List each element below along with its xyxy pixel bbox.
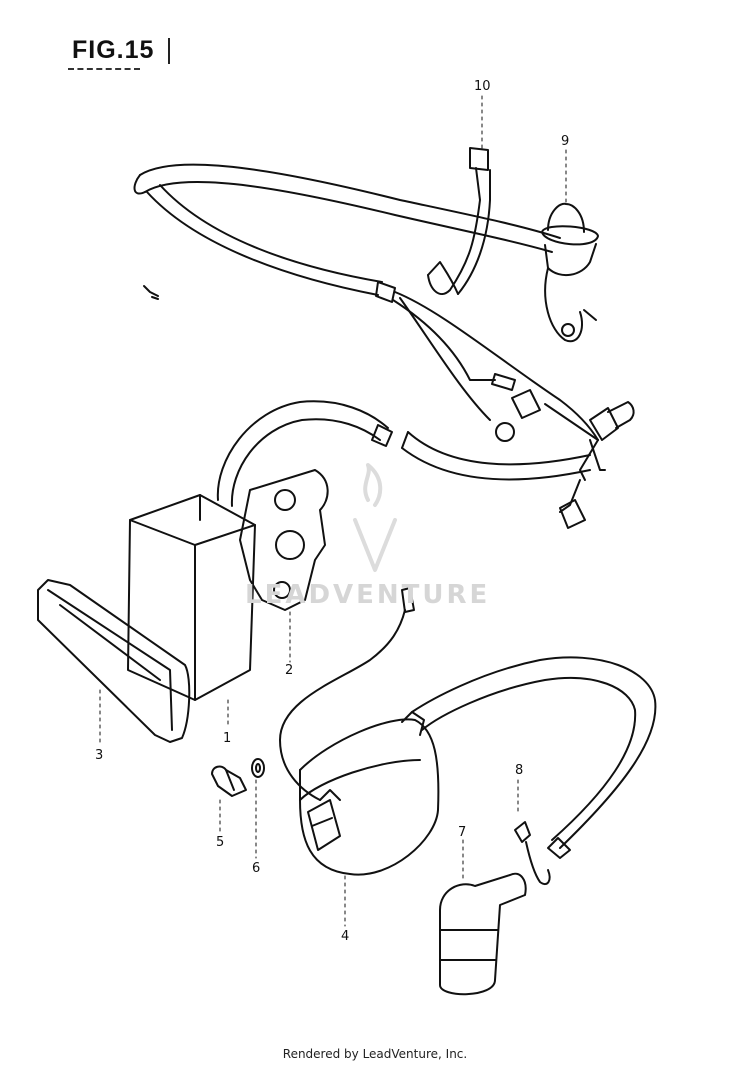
switch-9 — [541, 202, 599, 343]
ignition-coil-4 — [299, 656, 657, 876]
callout-5: 5 — [216, 835, 225, 850]
callout-6: 6 — [252, 861, 261, 876]
gasket-2 — [239, 469, 329, 611]
bolt-5 — [211, 765, 247, 797]
title-underline — [68, 68, 140, 70]
callout-7: 7 — [458, 825, 467, 840]
callout-3: 3 — [95, 748, 104, 763]
callout-8: 8 — [515, 763, 524, 778]
callout-10: 10 — [474, 79, 491, 94]
watermark-logo-icon — [353, 463, 397, 572]
callout-4: 4 — [341, 929, 350, 944]
callout-leaders — [99, 95, 567, 927]
cap-lead-8 — [514, 821, 551, 886]
strap-10 — [427, 147, 491, 295]
coil-primary-wire — [279, 587, 415, 801]
cushion-3 — [37, 579, 191, 743]
plug-cap-7 — [439, 872, 527, 996]
callout-2: 2 — [285, 663, 294, 678]
figure-title: FIG.15 — [72, 36, 155, 64]
washer-6 — [251, 758, 265, 778]
upper-wire-harness — [133, 163, 635, 529]
callout-9: 9 — [561, 134, 570, 149]
cdi-unit-1 — [127, 400, 591, 701]
footer-credit: Rendered by LeadVenture, Inc. — [282, 1047, 468, 1061]
title-divider — [168, 38, 170, 64]
stray-marks — [143, 285, 159, 300]
watermark-text: LEADVENTURE — [245, 580, 491, 610]
callout-1: 1 — [223, 731, 232, 746]
